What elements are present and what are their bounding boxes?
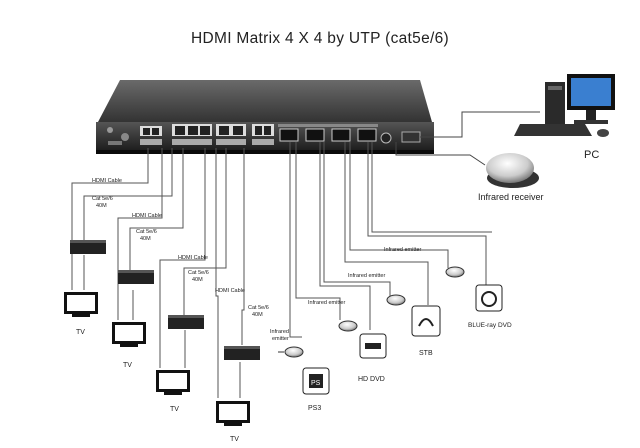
- cat-cable-length: 40M: [140, 236, 151, 242]
- hdbaset-receiver: [168, 315, 204, 329]
- infrared-emitter-label: Infrared emitter: [384, 247, 421, 253]
- hdbaset-receiver: [118, 270, 154, 284]
- source-label-blu-ray-dvd: BLUE-ray DVD: [468, 322, 512, 329]
- pc-icon: [514, 74, 615, 137]
- hdmi-cable-label: HDMI Cable: [132, 213, 162, 219]
- svg-text:PS: PS: [311, 380, 321, 387]
- tv-icon: [64, 292, 98, 317]
- pc-label: PC: [584, 149, 599, 161]
- cat-cable-label: Cat 5e/6: [136, 229, 157, 235]
- hdbaset-receiver: [70, 240, 106, 254]
- diagram-title: HDMI Matrix 4 X 4 by UTP (cat5e/6): [191, 30, 449, 47]
- blu-ray-dvd-icon: [475, 284, 503, 312]
- cat-cable-length: 40M: [252, 312, 263, 318]
- tv-icon: [156, 370, 190, 395]
- cat-cable-label: Cat 5e/6: [248, 305, 269, 311]
- source-label-ps3: PS3: [308, 405, 321, 412]
- hdmi-cable-label: HDMI Cable: [92, 178, 122, 184]
- connection-lines: [71, 142, 492, 398]
- infrared-emitter-icon: [386, 294, 406, 306]
- source-label-hd-dvd: HD DVD: [358, 376, 385, 383]
- hd-dvd-icon: [359, 333, 387, 359]
- rj45-port-group: [172, 124, 212, 145]
- hdbaset-receiver: [224, 346, 260, 360]
- tv-label: TV: [170, 406, 179, 413]
- stb-icon: [411, 305, 441, 337]
- infrared-emitter-label: Infrared: [270, 329, 289, 335]
- infrared-emitter-label: emitter: [272, 336, 289, 342]
- tv-label: TV: [76, 329, 85, 336]
- rj45-port-group: [140, 126, 162, 145]
- tv-icon: [112, 322, 146, 347]
- rj45-port-group: [216, 124, 246, 145]
- cat-cable-label: Cat 5e/6: [188, 270, 209, 276]
- rj45-port-group: [252, 124, 274, 145]
- infrared-receiver-icon: [486, 153, 539, 188]
- infrared-emitter-label: Infrared emitter: [348, 273, 385, 279]
- source-label-stb: STB: [419, 350, 433, 357]
- hdmi-cable-label: HDMI Cable: [178, 255, 208, 261]
- infrared-emitter-icon: [445, 266, 465, 278]
- cat-cable-length: 40M: [192, 277, 203, 283]
- cat-cable-label: Cat 5e/6: [92, 196, 113, 202]
- infrared-emitter-icon: [278, 346, 304, 358]
- cat-cable-length: 40M: [96, 203, 107, 209]
- infrared-emitter-label: Infrared emitter: [308, 300, 345, 306]
- infrared-receiver-label: Infrared receiver: [478, 192, 544, 202]
- tv-icon: [216, 401, 250, 426]
- hdmi-matrix-unit: [96, 80, 434, 154]
- infrared-emitter-icon: [338, 320, 358, 332]
- ps3-icon: PS: [302, 367, 330, 395]
- hdmi-cable-label: HDMI Cable: [215, 288, 245, 294]
- hdmi-input-ports: [278, 124, 378, 142]
- tv-label: TV: [230, 436, 239, 443]
- tv-label: TV: [123, 362, 132, 369]
